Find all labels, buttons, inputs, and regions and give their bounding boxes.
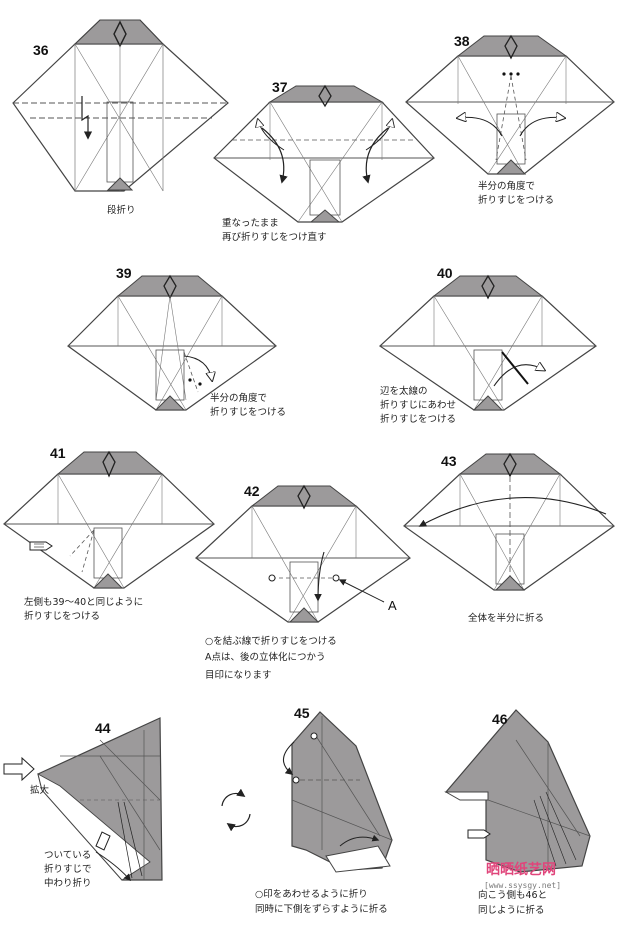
step-caption-line: 折りすじをつける	[210, 406, 286, 418]
step-caption-line: ○を結ぶ線で折りすじをつける	[205, 635, 337, 647]
step-38: 38 半分の角度で 折りすじをつける	[406, 33, 614, 206]
rotate-icon	[222, 793, 250, 826]
step-caption-line: 向こう側も46と	[478, 889, 547, 901]
step-caption-line: 中わり折り	[44, 877, 92, 889]
site-watermark: 晒晒纸艺网 [www.ssysgy.net]	[484, 861, 561, 890]
step-caption-line: 同時に下側をずらすように折る	[255, 903, 388, 915]
zoom-label: 拡大	[30, 784, 50, 796]
hand-pointer-icon	[30, 542, 52, 550]
step-caption-line: 折りすじで	[44, 863, 92, 875]
step-39: 39 半分の角度で 折りすじをつける	[68, 265, 286, 418]
step-caption-line: 半分の角度で	[210, 392, 267, 404]
step-number: 45	[294, 705, 310, 721]
step-43: 43 全体を半分に折る	[404, 453, 614, 624]
step-caption-line: 半分の角度で	[478, 180, 535, 192]
zoom-arrow-icon	[4, 758, 34, 780]
step-number: 38	[454, 33, 470, 49]
step-caption-line: 同じように折る	[478, 904, 545, 916]
step-number: 46	[492, 711, 508, 727]
step-caption-line: 左側も39〜40と同じように	[24, 596, 143, 608]
step-caption-line: 再び折りすじをつけ直す	[222, 231, 327, 243]
step-caption-line: 重なったまま	[222, 217, 279, 229]
step-number: 36	[33, 42, 49, 58]
watermark-url: [www.ssysgy.net]	[484, 881, 561, 890]
step-37: 37 重なったまま 再び折りすじをつけ直す	[214, 79, 434, 243]
point-a-label: A	[388, 598, 397, 613]
step-number: 40	[437, 265, 453, 281]
step-caption-line: 段折り	[107, 204, 136, 216]
step-40: 40 辺を太線の 折りすじにあわせ 折りすじをつける	[380, 265, 596, 425]
step-caption-line: 折りすじをつける	[24, 610, 100, 622]
step-number: 41	[50, 445, 66, 461]
step-caption-line: A点は、後の立体化につかう	[205, 651, 326, 663]
step-caption-line: ついている	[44, 850, 91, 861]
step-42: A 42 ○を結ぶ線で折りすじをつける A点は、後の立体化につかう 目印になりま…	[196, 483, 410, 681]
step-number: 37	[272, 79, 288, 95]
step-number: 42	[244, 483, 260, 499]
step-number: 43	[441, 453, 457, 469]
step-caption-line: 辺を太線の	[380, 385, 428, 397]
step-caption-line: 折りすじにあわせ	[380, 399, 456, 411]
watermark-brand: 晒晒纸艺网	[486, 861, 556, 878]
step-number: 39	[116, 265, 132, 281]
step-44: 拡大 44 ついている 折りすじで 中わり折り	[4, 718, 162, 889]
step-36: 36 段折り	[13, 20, 228, 216]
step-caption-line: 目印になります	[205, 669, 272, 681]
step-number: 44	[95, 720, 111, 736]
step-45: 45 ○印をあわせるように折り 同時に下側をずらすように折る	[255, 705, 392, 915]
step-41: 41 左側も39〜40と同じように 折りすじをつける	[4, 445, 214, 622]
hand-pointer-icon	[468, 830, 490, 838]
step-caption-line: 折りすじをつける	[478, 194, 554, 206]
step-caption-line: 全体を半分に折る	[468, 612, 544, 624]
step-caption-line: ○印をあわせるように折り	[255, 888, 368, 900]
step-caption-line: 折りすじをつける	[380, 413, 456, 425]
